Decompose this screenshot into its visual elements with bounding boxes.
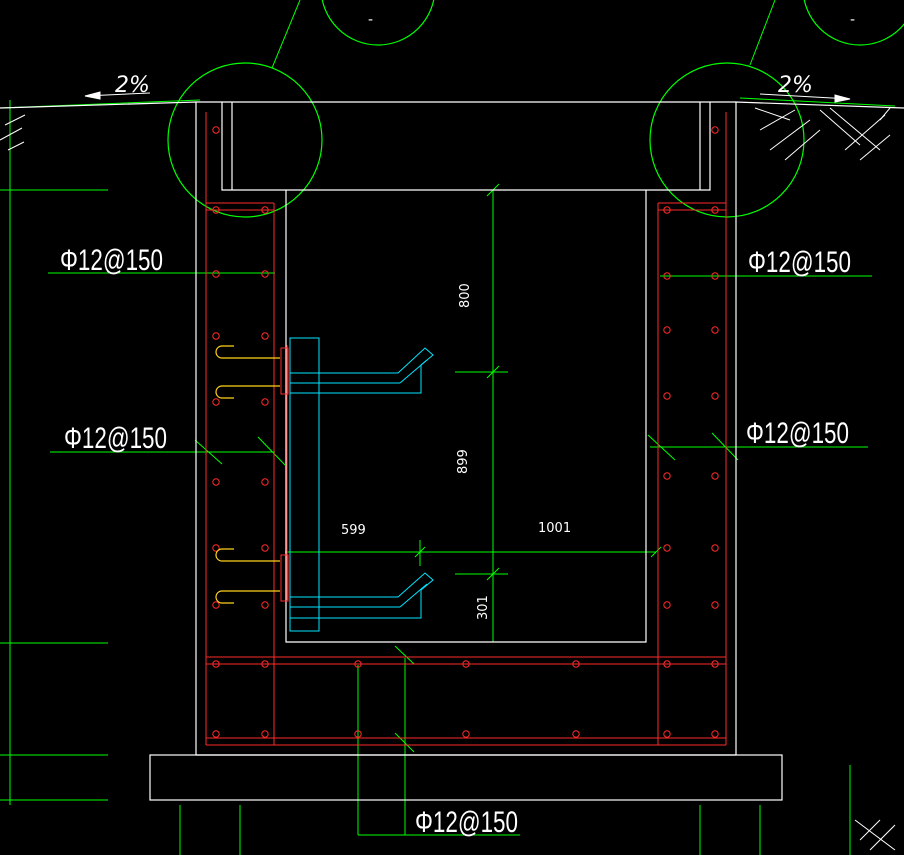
slope-arrows [84, 91, 851, 103]
rebar-dot [711, 126, 719, 134]
rebar-dot [261, 478, 269, 486]
rebar-dot [711, 730, 719, 738]
rebar-dot [212, 478, 220, 486]
labels: 2% 2% - - Φ12@150 Φ12@150 Φ12@150 Φ12@15… [60, 12, 855, 839]
circle-mark-top-left: - [368, 12, 373, 28]
rebar-dot [261, 270, 269, 278]
dim-horizontal-right: 1001 [538, 521, 571, 536]
structure-outline [0, 101, 904, 801]
rebar-dot [663, 392, 671, 400]
rebar-label-right-lower: Φ12@150 [746, 417, 849, 450]
rebar-dot [462, 660, 470, 668]
rebar-dot [711, 272, 719, 280]
slope-label-left: 2% [115, 73, 150, 98]
rebar-dot [261, 544, 269, 552]
rebar-dot [663, 730, 671, 738]
rebar-dot [261, 398, 269, 406]
rebar-dot [663, 660, 671, 668]
rebar-label-left-lower: Φ12@150 [64, 422, 167, 455]
rebar-dot [711, 392, 719, 400]
rebar-dot [212, 660, 220, 668]
rebar-dot [462, 730, 470, 738]
detail-circles [167, 0, 904, 218]
rebar-dot [711, 326, 719, 334]
rebar-dot [261, 660, 269, 668]
rebar-dot [212, 601, 220, 609]
rebar-dot [261, 730, 269, 738]
rebar-dot [711, 601, 719, 609]
rebar-label-bottom: Φ12@150 [415, 806, 518, 839]
rebar-dot [212, 398, 220, 406]
rebar-label-right-upper: Φ12@150 [748, 246, 851, 279]
rebar-dot [663, 272, 671, 280]
dim-vertical-top: 800 [458, 283, 473, 308]
rebar-dot [711, 472, 719, 480]
circle-mark-top-right: - [850, 12, 855, 28]
rebar-dot [354, 730, 362, 738]
rebar-dot [261, 206, 269, 214]
dim-horizontal-left: 599 [341, 523, 366, 538]
rebar-dot [212, 206, 220, 214]
rebar-dot [261, 332, 269, 340]
rebar-dot [663, 544, 671, 552]
rebar-dot [663, 472, 671, 480]
rebar-dot [663, 326, 671, 334]
soil-hatching [0, 107, 896, 851]
rebar-dot [663, 206, 671, 214]
rebar-dot [212, 126, 220, 134]
dim-vertical-bottom: 301 [476, 595, 491, 620]
rebar-dot [572, 660, 580, 668]
rebar-dot [354, 660, 362, 668]
rebar-dots [212, 126, 719, 738]
rebar-dot [212, 332, 220, 340]
rebar-label-left-upper: Φ12@150 [60, 244, 163, 277]
rebar-dot [711, 544, 719, 552]
dim-vertical-middle: 899 [456, 449, 471, 474]
rebar-dot [711, 206, 719, 214]
rebar-dot [663, 601, 671, 609]
rebar-dot [212, 270, 220, 278]
rebar-dot [261, 601, 269, 609]
rebar-dot [711, 660, 719, 668]
rebar-lines [205, 112, 727, 746]
rebar-dot [212, 730, 220, 738]
anchor-hooks [215, 345, 280, 604]
embedded-plates [280, 345, 289, 602]
rebar-dot [212, 544, 220, 552]
rebar-dot [572, 730, 580, 738]
cable-bracket [289, 337, 434, 632]
slope-label-right: 2% [778, 73, 813, 98]
